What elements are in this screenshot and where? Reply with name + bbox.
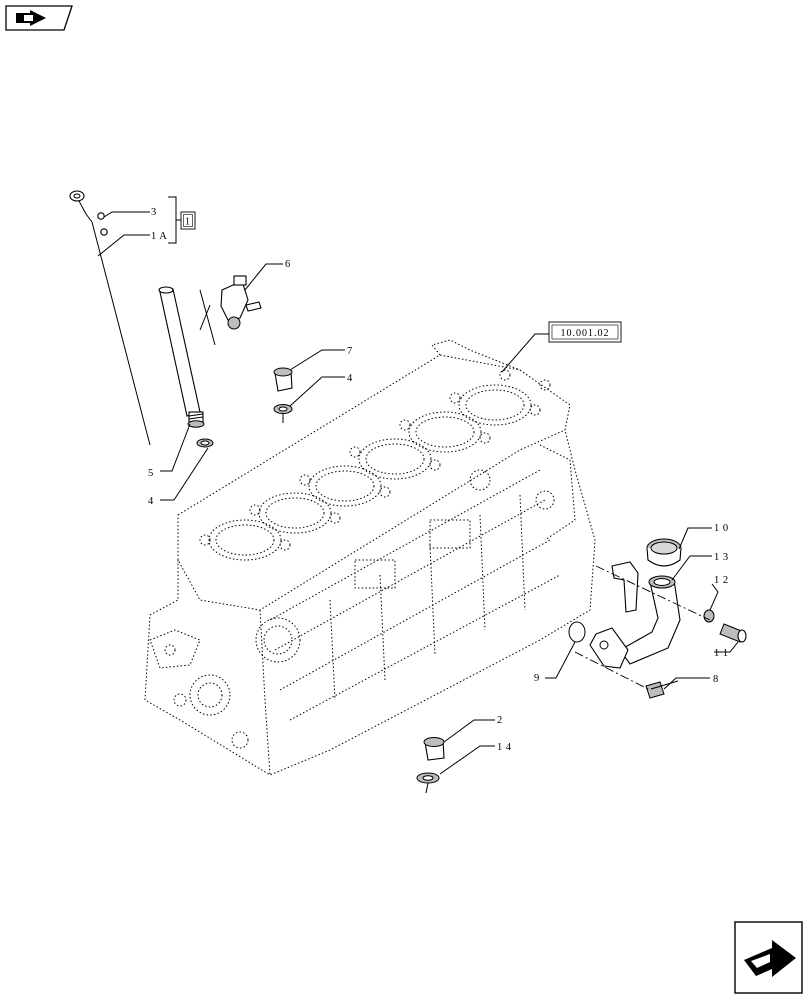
oil-filler-assembly bbox=[568, 538, 747, 699]
svg-text:1 1: 1 1 bbox=[714, 648, 729, 659]
svg-text:7: 7 bbox=[347, 346, 353, 357]
callout-3: 3 bbox=[103, 207, 157, 218]
svg-text:8: 8 bbox=[713, 674, 719, 685]
svg-text:9: 9 bbox=[534, 673, 540, 684]
callout-2: 2 bbox=[443, 715, 503, 743]
callout-12: 1 2 bbox=[709, 575, 729, 611]
plug-and-washer-upper bbox=[273, 367, 293, 423]
callout-6: 6 bbox=[244, 259, 291, 291]
svg-text:4: 4 bbox=[347, 373, 353, 384]
callout-9: 9 bbox=[534, 641, 576, 684]
svg-text:1 3: 1 3 bbox=[714, 552, 729, 563]
svg-text:5: 5 bbox=[148, 468, 154, 479]
hand-pointing-left-icon bbox=[16, 10, 46, 26]
hand-pointing-right-icon bbox=[744, 940, 796, 977]
svg-text:6: 6 bbox=[285, 259, 291, 270]
svg-text:1 0: 1 0 bbox=[714, 523, 729, 534]
oil-level-sensor bbox=[220, 275, 262, 330]
prev-page-button[interactable] bbox=[5, 5, 73, 31]
svg-text:2: 2 bbox=[497, 715, 503, 726]
group-ref-label: 1 bbox=[185, 217, 191, 228]
svg-text:4: 4 bbox=[148, 496, 154, 507]
group-ref-box: 1 bbox=[180, 211, 196, 230]
callout-4-lower: 4 bbox=[148, 447, 209, 507]
next-page-button[interactable] bbox=[734, 921, 803, 994]
block-ref-leader bbox=[501, 333, 549, 373]
svg-text:1 4: 1 4 bbox=[497, 742, 512, 753]
tube-indicator bbox=[199, 289, 216, 346]
svg-text:1 2: 1 2 bbox=[714, 575, 729, 586]
callout-13: 1 3 bbox=[671, 552, 729, 581]
callout-1a: 1 A bbox=[97, 231, 167, 257]
block-ref-label: 10.001.02 bbox=[561, 328, 610, 339]
callout-11: 1 1 bbox=[714, 641, 739, 659]
callout-4-upper: 4 bbox=[289, 373, 353, 407]
svg-text:1 A: 1 A bbox=[151, 231, 167, 242]
group-bracket bbox=[168, 196, 181, 244]
callout-7: 7 bbox=[289, 346, 353, 371]
block-ref-box[interactable]: 10.001.02 bbox=[548, 321, 622, 343]
svg-text:3: 3 bbox=[151, 207, 157, 218]
callout-10: 1 0 bbox=[678, 523, 729, 550]
callout-5: 5 bbox=[148, 423, 191, 479]
dipstick-tube bbox=[158, 286, 214, 448]
callout-14: 1 4 bbox=[439, 742, 512, 775]
dipstick bbox=[69, 190, 151, 446]
plug-and-washer-lower bbox=[416, 737, 445, 794]
callout-8: 8 bbox=[663, 674, 719, 690]
engine-block-outline bbox=[144, 339, 596, 776]
